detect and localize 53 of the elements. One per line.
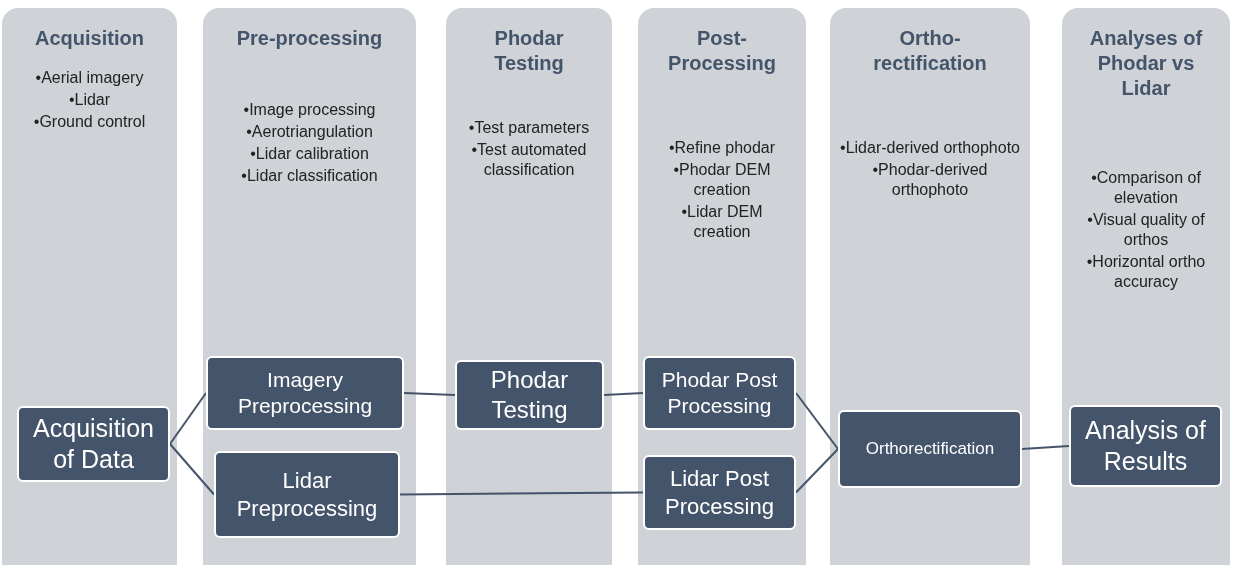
connector-line <box>795 392 839 450</box>
process-box <box>643 356 796 430</box>
box-label: Lidar Post Processing <box>664 465 775 520</box>
box-label: Acquisition of Data <box>32 412 155 475</box>
bullet-item: •Aerotriangulation <box>245 122 374 142</box>
connector-line <box>403 392 456 396</box>
connector-line <box>795 448 839 494</box>
stage-panel <box>638 8 806 565</box>
bullet-item: •Image processing <box>242 100 377 120</box>
bullet-item: •Aerial imagery <box>34 68 145 88</box>
bullet-item: •Refine phodar <box>667 138 777 158</box>
stage-heading: Post-Processing <box>667 26 777 76</box>
box-label: Imagery Preprocessing <box>236 366 374 419</box>
bullet-item: •Comparison of elevation <box>1090 168 1202 208</box>
process-box <box>1069 405 1222 487</box>
bullet-item: •Lidar DEM creation <box>680 202 764 242</box>
stage-panel <box>830 8 1030 565</box>
connector-line <box>603 392 644 396</box>
connector-line <box>169 392 207 445</box>
bullet-item: •Lidar classification <box>240 166 379 186</box>
stage-heading: Phodar Testing <box>493 26 565 76</box>
process-box <box>17 406 170 482</box>
box-label: Analysis of Results <box>1084 414 1207 477</box>
bullet-item: •Visual quality of orthos <box>1086 210 1206 250</box>
stage-panel <box>446 8 612 565</box>
bullet-item: •Horizontal ortho accuracy <box>1085 252 1207 292</box>
process-box <box>838 410 1022 488</box>
bullet-item: •Test parameters <box>467 118 591 138</box>
process-box <box>643 455 796 530</box>
stage-heading: Acquisition <box>34 26 145 51</box>
connector-line <box>169 443 215 496</box>
process-box <box>455 360 604 430</box>
stage-panel <box>203 8 416 565</box>
bullet-item: •Lidar calibration <box>249 144 370 164</box>
box-label: Phodar Testing <box>489 365 570 425</box>
stage-panel <box>2 8 177 565</box>
stage-heading: Analyses of Phodar vs Lidar <box>1088 26 1204 101</box>
connector-line <box>399 491 644 496</box>
bullet-item: •Phodar-derived orthophoto <box>871 160 989 200</box>
box-label: Phodar Post Processing <box>660 366 779 419</box>
box-label: Lidar Preprocessing <box>235 467 379 522</box>
connector-line <box>1021 445 1070 450</box>
stage-heading: Ortho-rectification <box>872 26 988 76</box>
process-box <box>214 451 400 538</box>
bullet-item: •Lidar <box>67 90 112 110</box>
bullet-item: •Test automated classification <box>470 140 588 180</box>
bullet-item: •Lidar-derived orthophoto <box>839 138 1021 158</box>
box-label: Orthorectification <box>865 438 995 460</box>
stage-panel <box>1062 8 1230 565</box>
process-box <box>206 356 404 430</box>
bullet-item: •Ground control <box>32 112 147 132</box>
stage-heading: Pre-processing <box>235 26 384 51</box>
bullet-item: •Phodar DEM creation <box>672 160 772 200</box>
